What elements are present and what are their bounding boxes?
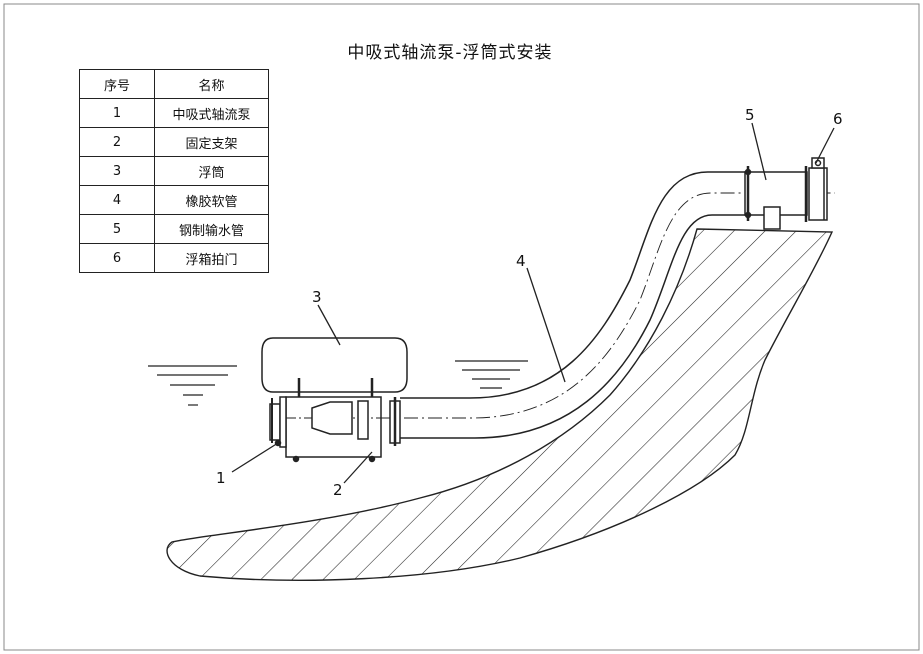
legend-index: 3 xyxy=(79,156,155,186)
drawing-frame xyxy=(3,3,920,651)
legend-row: 4 橡胶软管 xyxy=(79,185,269,215)
rubber-hose xyxy=(400,171,745,439)
legend-row: 1 中吸式轴流泵 xyxy=(79,98,269,128)
legend-index: 2 xyxy=(79,127,155,157)
embankment-hatch xyxy=(166,228,834,581)
legend-index: 6 xyxy=(79,243,155,273)
leader-lines xyxy=(231,122,835,484)
callout-3: 3 xyxy=(312,288,322,306)
callout-1: 1 xyxy=(216,469,226,487)
legend-name: 中吸式轴流泵 xyxy=(154,98,269,128)
hose-centerline xyxy=(380,192,835,419)
axial-flow-pump xyxy=(269,396,401,463)
water-level-mark-left xyxy=(148,365,237,406)
legend-index: 1 xyxy=(79,98,155,128)
legend-table: 序号 名称 1 中吸式轴流泵 2 固定支架 3 浮筒 4 橡胶软管 5 钢制输水… xyxy=(79,69,269,273)
legend-name: 固定支架 xyxy=(154,127,269,157)
legend-index: 5 xyxy=(79,214,155,244)
legend-header-name: 名称 xyxy=(154,69,269,99)
diagram-title: 中吸式轴流泵-浮筒式安装 xyxy=(347,43,553,63)
legend-name: 浮筒 xyxy=(154,156,269,186)
legend-row: 3 浮筒 xyxy=(79,156,269,186)
legend-header-row: 序号 名称 xyxy=(79,69,269,99)
callout-4: 4 xyxy=(516,252,526,270)
legend-name: 浮箱拍门 xyxy=(154,243,269,273)
legend-header-index: 序号 xyxy=(79,69,155,99)
flap-valve xyxy=(808,157,828,221)
water-level-mark-right xyxy=(455,360,528,389)
legend-name: 钢制输水管 xyxy=(154,214,269,244)
callout-6: 6 xyxy=(833,110,843,128)
legend-name: 橡胶软管 xyxy=(154,185,269,215)
pontoon-float xyxy=(261,337,408,397)
legend-row: 6 浮箱拍门 xyxy=(79,243,269,273)
callout-2: 2 xyxy=(333,481,343,499)
steel-pipe xyxy=(744,166,808,230)
callout-5: 5 xyxy=(745,106,755,124)
legend-row: 5 钢制输水管 xyxy=(79,214,269,244)
legend-row: 2 固定支架 xyxy=(79,127,269,157)
